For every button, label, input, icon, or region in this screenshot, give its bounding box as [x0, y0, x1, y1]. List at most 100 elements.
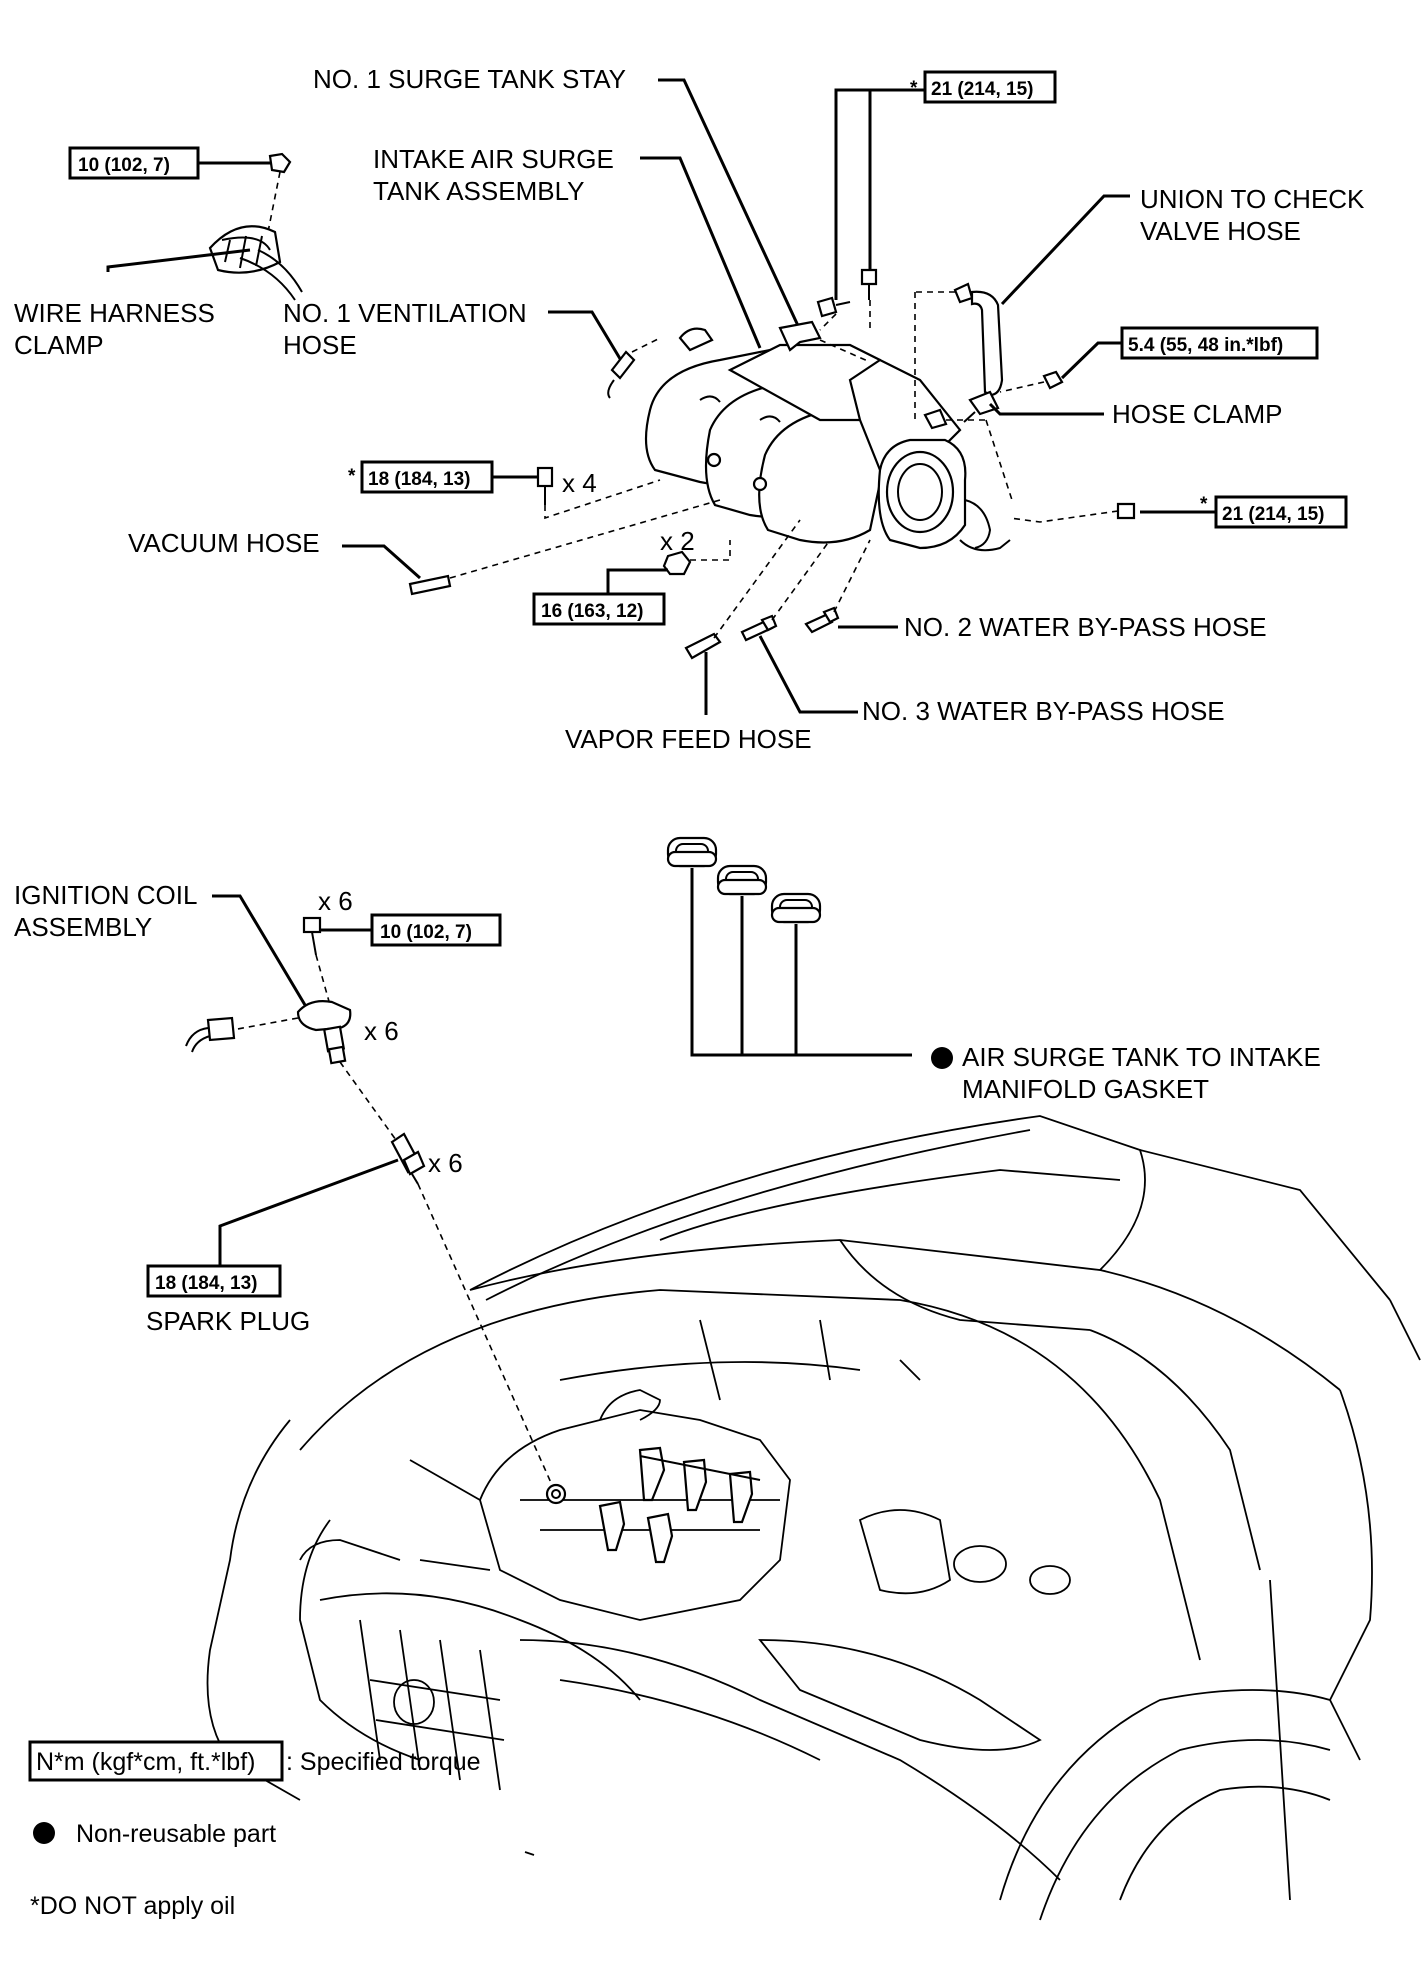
intake-surge-tank-icon — [644, 343, 1011, 552]
label-vapor-feed-hose: VAPOR FEED HOSE — [565, 724, 812, 754]
torque-surge-tank-nut: 16 (163, 12) — [541, 601, 643, 622]
leader-gasket — [690, 868, 912, 1057]
leader-spark-plug — [218, 1158, 399, 1266]
ignition-coil-icon — [296, 1000, 352, 1065]
coil-bolt-icon — [302, 916, 322, 956]
asterisk-throttle-bolt: * — [1200, 494, 1208, 515]
dash-coil-plug — [339, 1061, 397, 1141]
union-check-valve-hose-icon — [953, 282, 1004, 397]
dash-throttle-bolt — [1009, 510, 1119, 523]
legend-non-reusable: Non-reusable part — [76, 1820, 276, 1848]
dash-hose-clamp-2 — [985, 419, 1013, 501]
asterisk-surge-tank-bolt: * — [348, 466, 356, 487]
torque-box-union-bolt — [1120, 326, 1319, 360]
water-bypass-hose-3-icon — [740, 614, 778, 642]
gasket-icon-3 — [770, 892, 822, 924]
nut-icon — [268, 152, 292, 174]
vacuum-hose-icon — [408, 574, 452, 596]
dash-stay-3 — [819, 339, 871, 363]
leader-union-check-valve — [1000, 194, 1130, 306]
qty-coil-bolt: x 6 — [318, 886, 353, 916]
non-reusable-dot-icon — [931, 1047, 953, 1069]
dash-vapor-feed — [713, 519, 801, 639]
surge-tank-nut-icon — [662, 550, 692, 576]
label-ignition-coil-2: ASSEMBLY — [14, 912, 152, 942]
label-gasket-1: AIR SURGE TANK TO INTAKE — [962, 1042, 1321, 1072]
torque-throttle-bolt: 21 (214, 15) — [1222, 504, 1324, 525]
label-intake-surge-tank-1: INTAKE AIR SURGE — [373, 144, 614, 174]
dash-plug-engine — [417, 1183, 557, 1495]
leader-ignition-coil — [212, 894, 307, 1006]
dash-ventilation — [631, 337, 661, 353]
throttle-bolt-icon — [1116, 502, 1136, 520]
dash-water-2 — [833, 539, 871, 613]
torque-surge-tank-bolt: 18 (184, 13) — [368, 469, 470, 490]
torque-box-coil-bolt — [370, 913, 502, 947]
qty-spark-plug: x 6 — [428, 1148, 463, 1178]
vapor-feed-hose-icon — [684, 632, 722, 660]
qty-surge-tank-bolt: x 4 — [562, 468, 597, 498]
torque-wire-harness: 10 (102, 7) — [78, 155, 170, 176]
dash-stay — [819, 313, 837, 331]
label-spark-plug: SPARK PLUG — [146, 1306, 310, 1336]
dash-water-3 — [771, 539, 831, 621]
leader-wire-harness-clamp — [106, 248, 251, 272]
stay-bolt-icon — [816, 296, 851, 318]
dash-union-bolt — [999, 381, 1045, 393]
ventilation-hose-icon — [607, 350, 636, 399]
dash-coil-bolt — [315, 954, 331, 1006]
leader-union-bolt — [1060, 341, 1122, 380]
surge-tank-bolt-icon — [536, 466, 554, 505]
legend-non-reusable-icon — [33, 1822, 55, 1844]
leader-stay-bolt-a — [834, 88, 925, 300]
label-hose-clamp: HOSE CLAMP — [1112, 399, 1283, 429]
dash-surge-tank-nut — [690, 540, 731, 561]
torque-box-surge-tank-nut — [532, 592, 666, 626]
label-surge-tank-stay: NO. 1 SURGE TANK STAY — [313, 64, 626, 94]
label-ventilation-hose-1: NO. 1 VENTILATION — [283, 298, 527, 328]
legend-no-oil: *DO NOT apply oil — [30, 1892, 235, 1920]
torque-spark-plug: 18 (184, 13) — [155, 1273, 257, 1294]
label-wire-harness-1: WIRE HARNESS — [14, 298, 215, 328]
label-vacuum-hose: VACUUM HOSE — [128, 528, 320, 558]
label-intake-surge-tank-2: TANK ASSEMBLY — [373, 176, 584, 206]
surge-tank-stay-icon — [778, 320, 822, 352]
stay-bolt-icon-2 — [860, 268, 878, 300]
legend-torque-box — [28, 1740, 284, 1782]
dash-surge-tank-bolt — [544, 479, 661, 520]
qty-coil: x 6 — [364, 1016, 399, 1046]
leader-intake-surge-tank — [640, 156, 762, 349]
coil-connector-icon — [185, 1016, 236, 1053]
label-gasket-2: MANIFOLD GASKET — [962, 1074, 1209, 1104]
torque-box-stay-bolt — [923, 70, 1057, 104]
leader-surge-tank-nut — [606, 568, 668, 594]
label-ignition-coil-1: IGNITION COIL — [14, 880, 197, 910]
dash-wire-harness — [267, 171, 281, 233]
torque-coil-bolt: 10 (102, 7) — [380, 922, 472, 943]
spark-plug-icon — [390, 1132, 426, 1185]
gasket-icon-1 — [666, 836, 718, 868]
torque-box-throttle-bolt — [1214, 495, 1348, 529]
leader-surge-tank-stay — [658, 78, 802, 331]
label-union-check-valve-1: UNION TO CHECK — [1140, 184, 1365, 214]
water-bypass-hose-2-icon — [804, 606, 840, 634]
leader-vacuum-hose — [342, 544, 421, 580]
wire-harness-clamp-icon — [208, 225, 303, 301]
label-wire-harness-2: CLAMP — [14, 330, 104, 360]
label-union-check-valve-2: VALVE HOSE — [1140, 216, 1301, 246]
leader-hose-clamp — [988, 402, 1104, 416]
dash-vacuum-hose — [449, 499, 721, 579]
torque-stay-bolt: 21 (214, 15) — [931, 79, 1033, 100]
dash-coil-connector — [231, 1017, 299, 1031]
label-water-bypass-2: NO. 2 WATER BY-PASS HOSE — [904, 612, 1267, 642]
torque-union-bolt: 5.4 (55, 48 in.*lbf) — [1128, 335, 1283, 356]
pcv-connector-icon — [678, 327, 714, 352]
legend-torque-text: : Specified torque — [286, 1748, 481, 1776]
legend-torque-units: N*m (kgf*cm, ft.*lbf) — [36, 1748, 255, 1776]
hose-clamp-icon — [963, 390, 1000, 423]
label-ventilation-hose-2: HOSE — [283, 330, 357, 360]
gasket-icon-2 — [716, 864, 768, 896]
leader-ventilation-hose — [548, 310, 624, 363]
hose-clamp-icon-2 — [923, 408, 948, 430]
